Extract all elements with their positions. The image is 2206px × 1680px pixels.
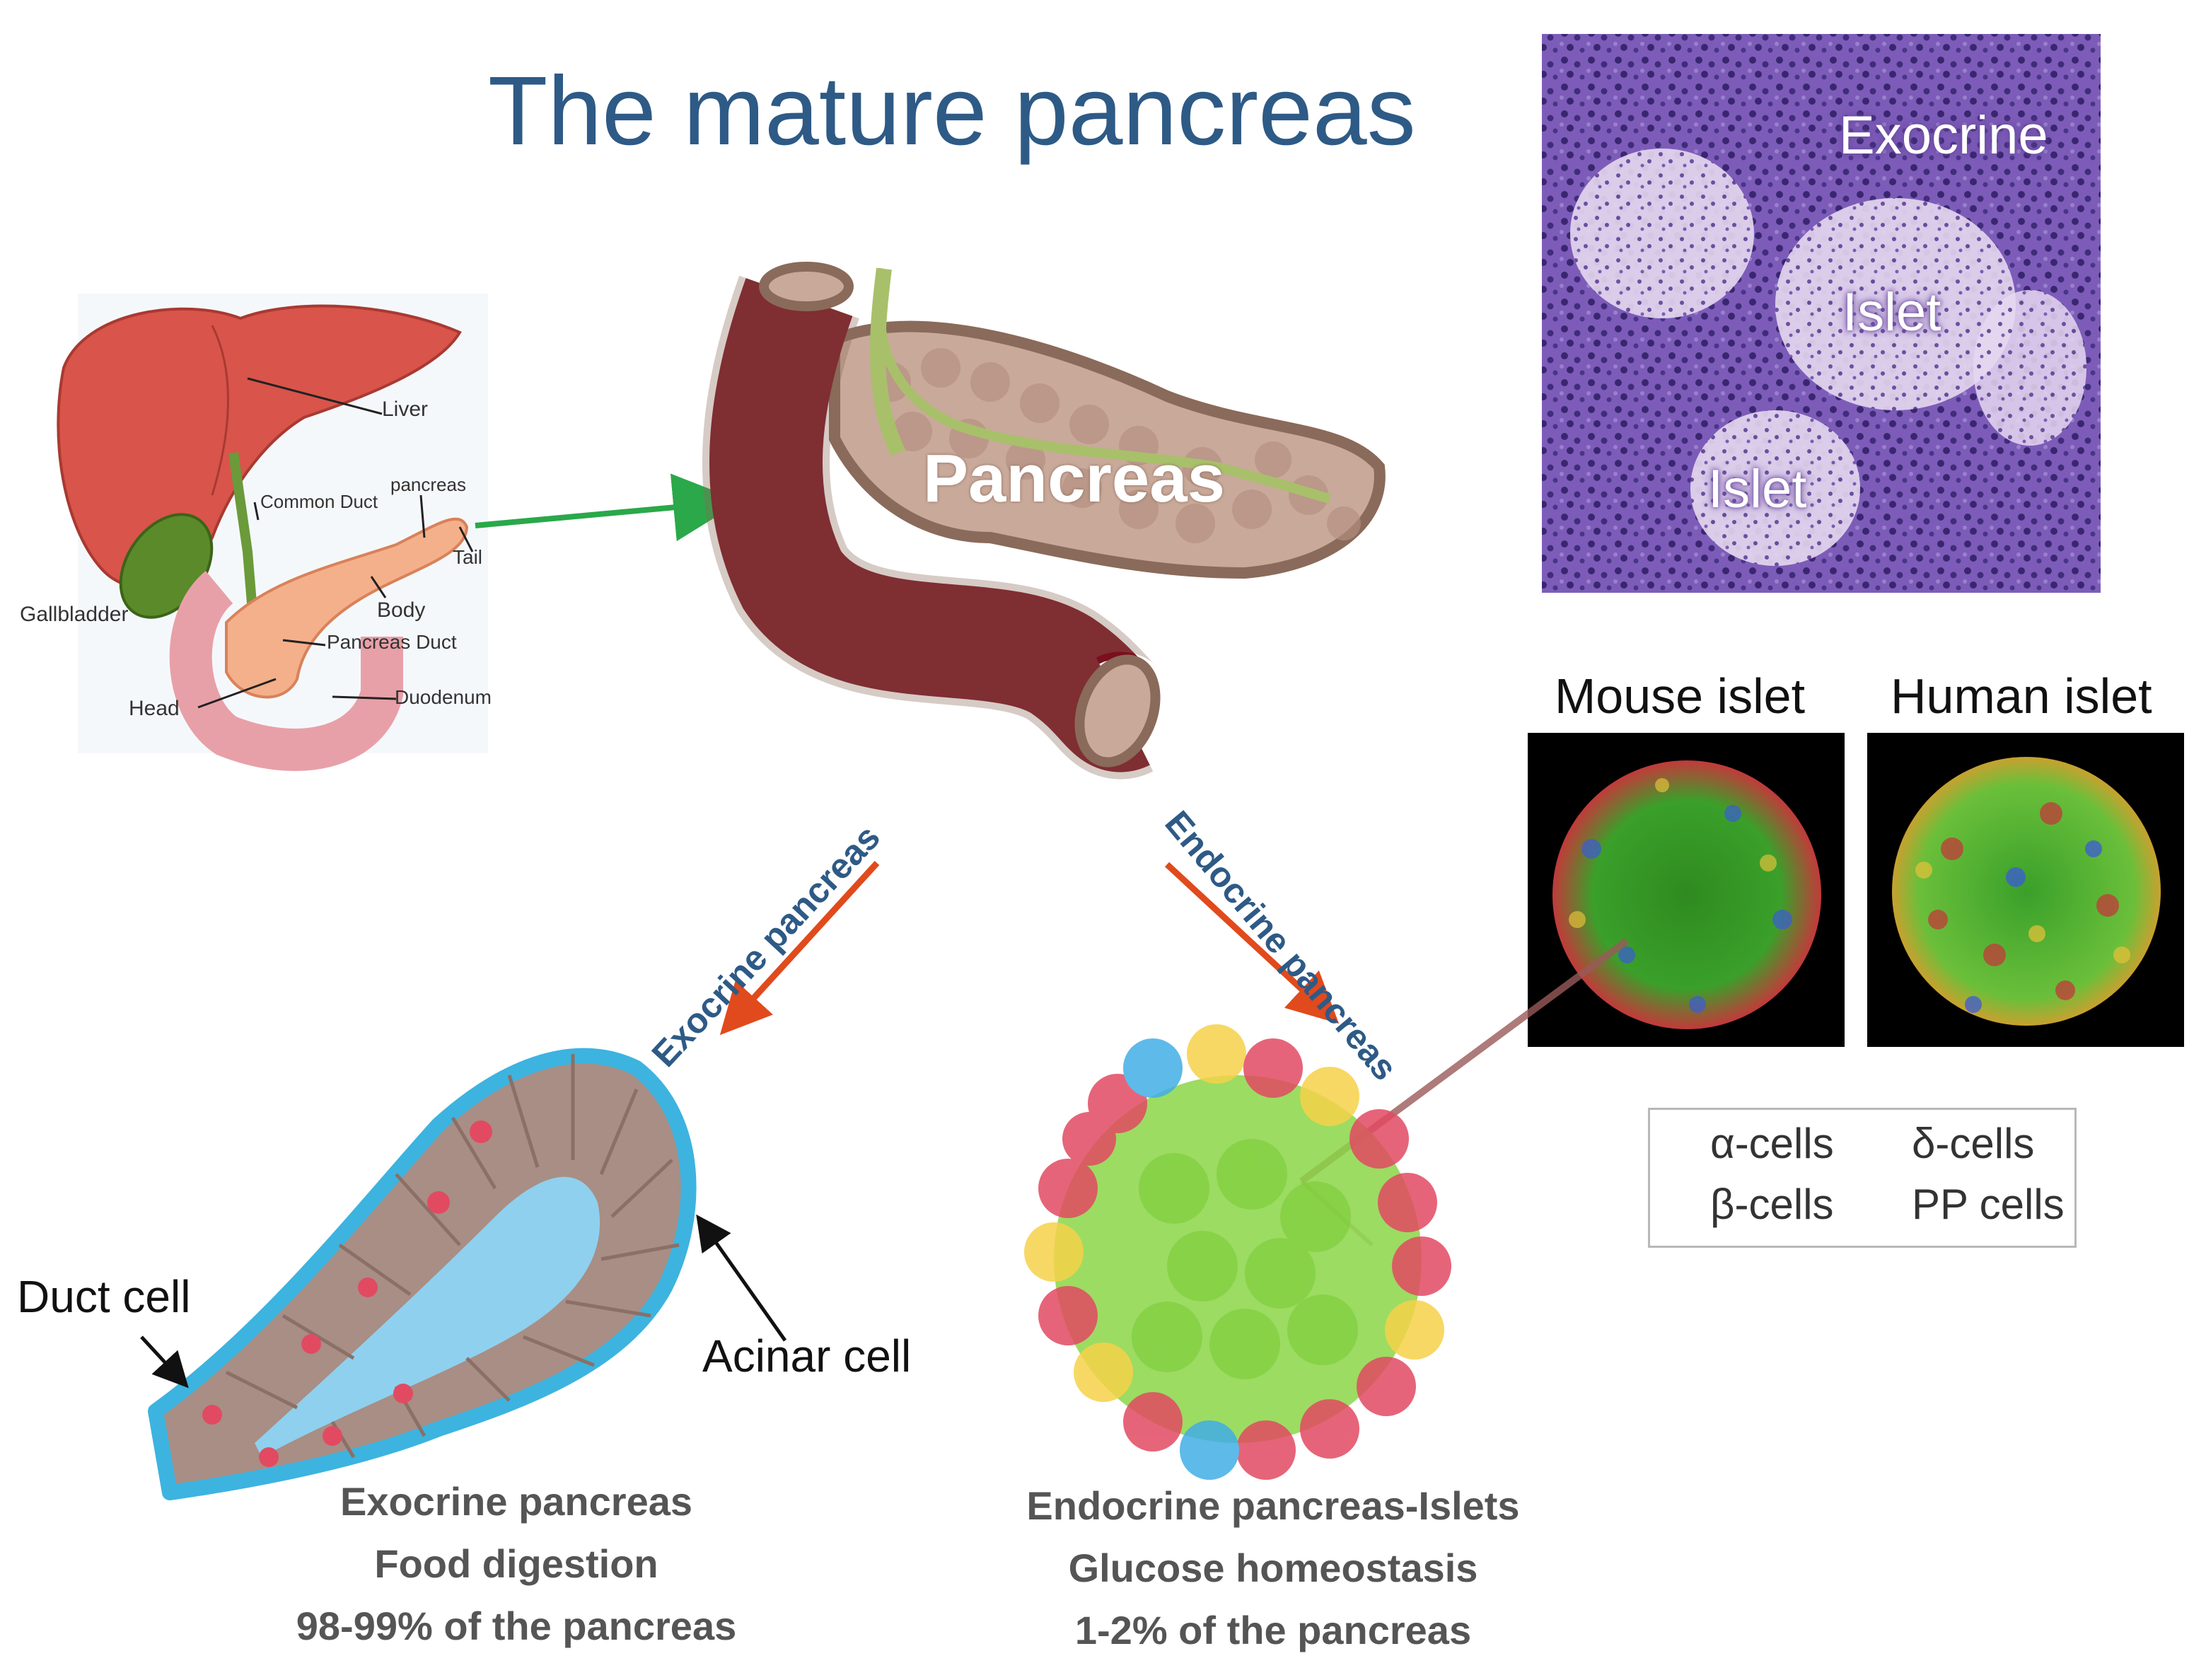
exocrine-arrow [719, 860, 880, 1036]
endocrine-arrow [1164, 862, 1340, 1024]
histology-label-islet-2: Islet [1708, 459, 1807, 519]
duodenum-shape [169, 570, 403, 771]
liver-shape [57, 304, 462, 589]
green-arrow [475, 473, 741, 542]
duct-cell-label: Duct cell [17, 1271, 191, 1322]
exocrine-summary-line2: Food digestion [374, 1541, 658, 1586]
exocrine-summary-line1: Exocrine pancreas [339, 1479, 693, 1524]
histology-label-islet-1: Islet [1842, 282, 1941, 342]
page-title: The mature pancreas [488, 57, 1416, 166]
cell-type-legend [1648, 1108, 2077, 1248]
label-duodenum: Duodenum [395, 686, 492, 708]
duct-cell-arrow [140, 1336, 189, 1389]
islet-drawing [1024, 1024, 1451, 1480]
label-liver: Liver [382, 398, 429, 421]
acinar-cell-label: Acinar cell [702, 1331, 912, 1381]
pancreas-label: Pancreas [923, 441, 1225, 516]
exocrine-summary-line3: 98-99% of the pancreas [296, 1604, 737, 1648]
mouse-islet-header: Mouse islet [1555, 668, 1806, 724]
anatomy-illustration [57, 294, 488, 771]
histology-panel [1542, 34, 2101, 593]
mouse-islet-image [1528, 733, 1845, 1047]
label-gallbladder: Gallbladder [20, 603, 129, 626]
label-common-duct: Common Duct [260, 491, 378, 512]
label-tail: Tail [453, 546, 483, 568]
pancreas-drawing [702, 262, 1386, 780]
label-body: Body [377, 598, 426, 622]
acinar-cell-arrow [696, 1214, 787, 1342]
pancreas-anatomy-shape [225, 517, 469, 699]
label-pancreas-duct: Pancreas Duct [327, 631, 457, 653]
endocrine-summary-line2: Glucose homeostasis [1068, 1546, 1478, 1590]
legend-label-pp: PP cells [1912, 1181, 2065, 1228]
endocrine-summary-line3: 1-2% of the pancreas [1074, 1608, 1472, 1652]
histology-label-exocrine: Exocrine [1839, 105, 2048, 166]
human-islet-header: Human islet [1891, 668, 2152, 724]
acinus-outline [148, 1048, 697, 1500]
legend-label-alpha: α-cells [1710, 1120, 1834, 1167]
legend-label-delta: δ-cells [1912, 1120, 2035, 1167]
endocrine-summary-line1: Endocrine pancreas-Islets [1026, 1483, 1520, 1528]
legend-label-beta: β-cells [1710, 1181, 1834, 1228]
acinus-lumen [255, 1176, 600, 1457]
human-islet-image [1867, 733, 2184, 1047]
label-pancreas-small: pancreas [390, 474, 466, 495]
label-head: Head [129, 697, 180, 720]
acinus-drawing [148, 1048, 697, 1500]
